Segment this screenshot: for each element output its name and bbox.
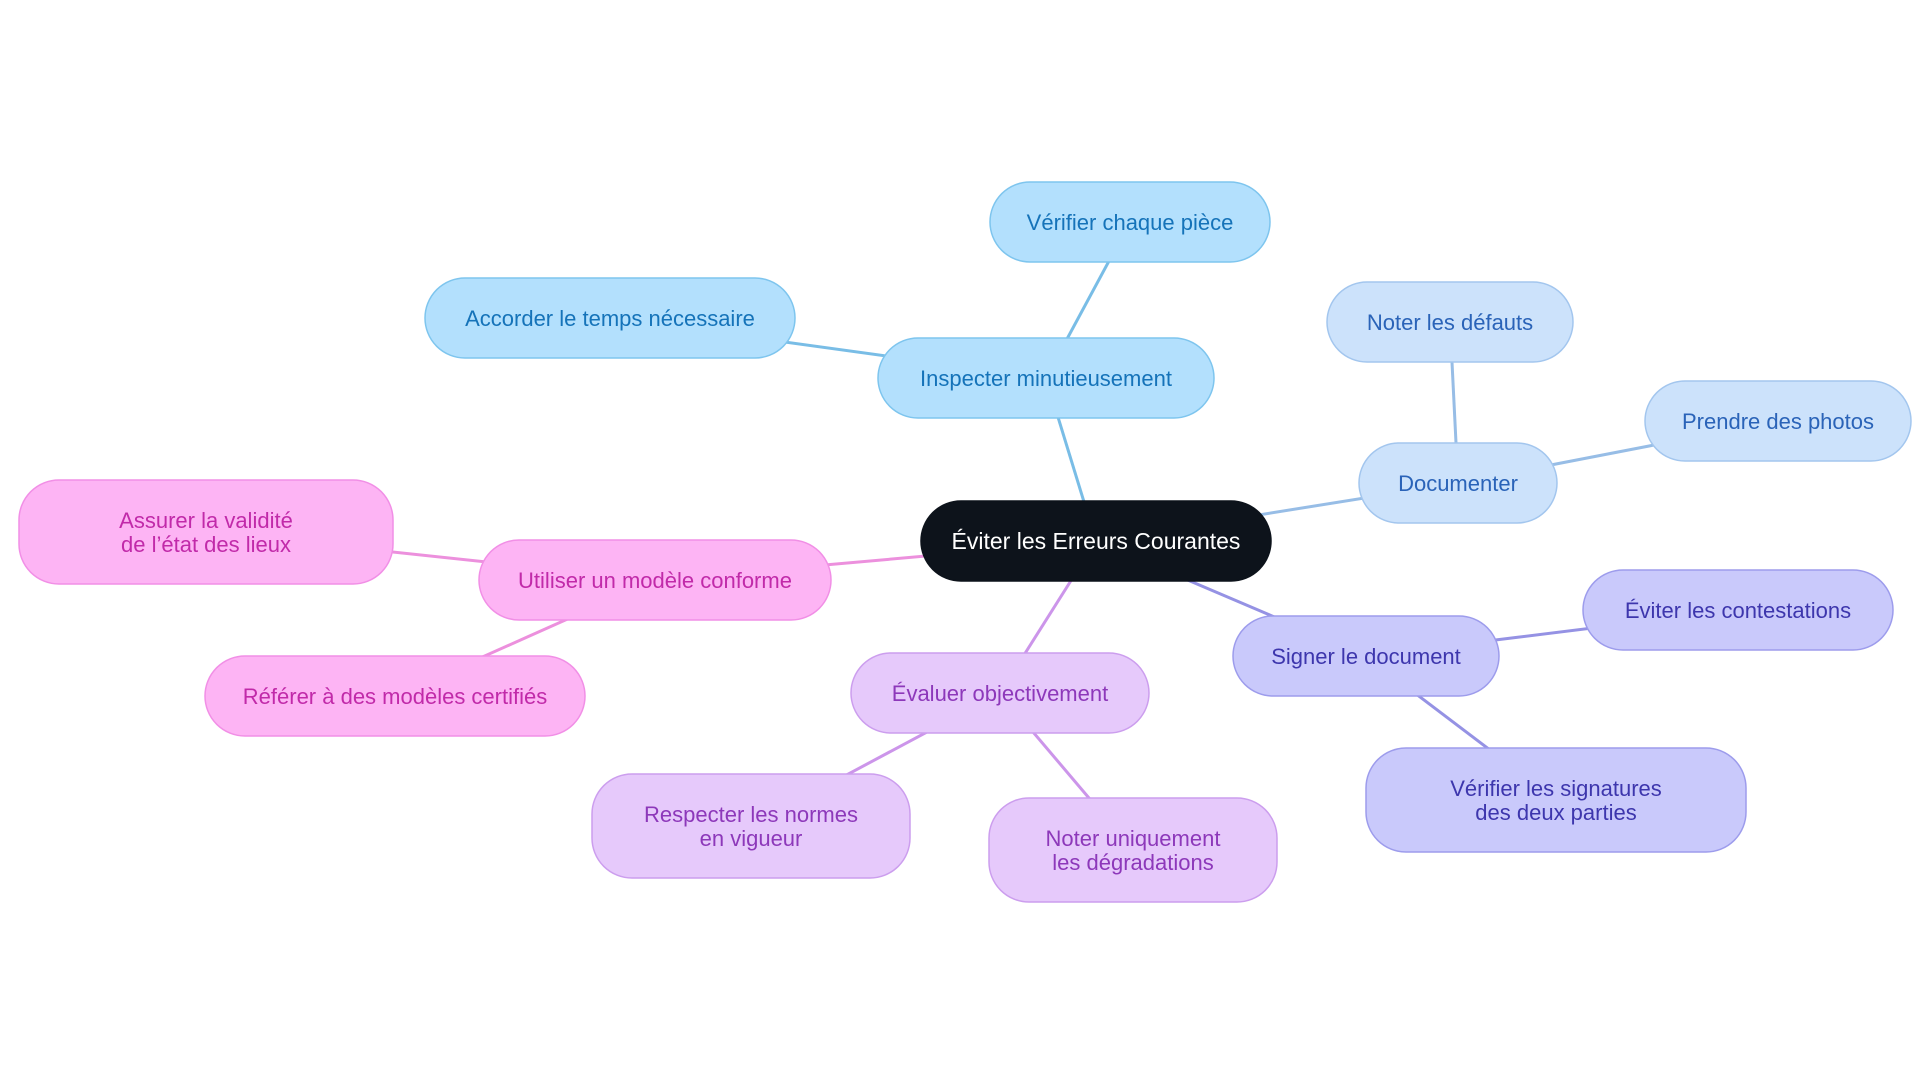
node-inspecter-label: Inspecter minutieusement bbox=[920, 366, 1172, 391]
node-root[interactable]: Éviter les Erreurs Courantes bbox=[920, 500, 1272, 582]
node-noter-defauts-box bbox=[1326, 281, 1574, 363]
node-utiliser-modele-label: Utiliser un modèle conforme bbox=[518, 568, 792, 593]
node-referer-modeles-label: Référer à des modèles certifiés bbox=[243, 684, 547, 709]
mindmap-nodes: Éviter les Erreurs Courantes Inspecter mi… bbox=[18, 181, 1912, 903]
node-evaluer-box bbox=[850, 652, 1150, 734]
node-root-label-line: Éviter les Erreurs Courantes bbox=[952, 528, 1241, 554]
node-documenter[interactable]: Documenter bbox=[1358, 442, 1558, 524]
node-noter-defauts[interactable]: Noter les défauts bbox=[1326, 281, 1574, 363]
node-eviter-contestations-box bbox=[1582, 569, 1894, 651]
node-accorder-temps-box bbox=[424, 277, 796, 359]
node-root-box bbox=[920, 500, 1272, 582]
node-respecter-normes-label-line: Respecter les normes bbox=[644, 802, 858, 827]
node-utiliser-modele-label-line: Utiliser un modèle conforme bbox=[518, 568, 792, 593]
node-root-label: Éviter les Erreurs Courantes bbox=[952, 528, 1241, 554]
node-utiliser-modele[interactable]: Utiliser un modèle conforme bbox=[478, 539, 832, 621]
node-verifier-piece-label: Vérifier chaque pièce bbox=[1027, 210, 1234, 235]
node-respecter-normes-box bbox=[591, 773, 911, 879]
node-accorder-temps-label: Accorder le temps nécessaire bbox=[465, 306, 755, 331]
node-respecter-normes-label-line: en vigueur bbox=[700, 826, 803, 851]
node-noter-defauts-label: Noter les défauts bbox=[1367, 310, 1533, 335]
node-eviter-contestations[interactable]: Éviter les contestations bbox=[1582, 569, 1894, 651]
node-prendre-photos-box bbox=[1644, 380, 1912, 462]
node-evaluer-label: Évaluer objectivement bbox=[892, 681, 1108, 706]
node-evaluer-label-line: Évaluer objectivement bbox=[892, 681, 1108, 706]
node-verifier-piece[interactable]: Vérifier chaque pièce bbox=[989, 181, 1271, 263]
node-inspecter-label-line: Inspecter minutieusement bbox=[920, 366, 1172, 391]
node-documenter-box bbox=[1358, 442, 1558, 524]
node-noter-degradations-label-line: Noter uniquement bbox=[1046, 826, 1221, 851]
node-utiliser-modele-box bbox=[478, 539, 832, 621]
node-accorder-temps-label-line: Accorder le temps nécessaire bbox=[465, 306, 755, 331]
node-inspecter-box bbox=[877, 337, 1215, 419]
node-noter-degradations-box bbox=[988, 797, 1278, 903]
node-verifier-signatures-label-line: des deux parties bbox=[1475, 800, 1636, 825]
node-signer-box bbox=[1232, 615, 1500, 697]
node-signer-label-line: Signer le document bbox=[1271, 644, 1461, 669]
node-assurer-validite-label-line: de l’état des lieux bbox=[121, 532, 291, 557]
node-assurer-validite-label-line: Assurer la validité bbox=[119, 508, 293, 533]
node-referer-modeles[interactable]: Référer à des modèles certifiés bbox=[204, 655, 586, 737]
node-noter-degradations-label-line: les dégradations bbox=[1052, 850, 1213, 875]
node-referer-modeles-box bbox=[204, 655, 586, 737]
node-evaluer[interactable]: Évaluer objectivement bbox=[850, 652, 1150, 734]
node-documenter-label-line: Documenter bbox=[1398, 471, 1518, 496]
node-verifier-piece-box bbox=[989, 181, 1271, 263]
node-signer-label: Signer le document bbox=[1271, 644, 1461, 669]
node-noter-defauts-label-line: Noter les défauts bbox=[1367, 310, 1533, 335]
node-prendre-photos-label-line: Prendre des photos bbox=[1682, 409, 1874, 434]
node-verifier-signatures-box bbox=[1365, 747, 1747, 853]
node-accorder-temps[interactable]: Accorder le temps nécessaire bbox=[424, 277, 796, 359]
node-eviter-contestations-label: Éviter les contestations bbox=[1625, 598, 1851, 623]
node-prendre-photos-label: Prendre des photos bbox=[1682, 409, 1874, 434]
node-inspecter[interactable]: Inspecter minutieusement bbox=[877, 337, 1215, 419]
node-verifier-piece-label-line: Vérifier chaque pièce bbox=[1027, 210, 1234, 235]
node-referer-modeles-label-line: Référer à des modèles certifiés bbox=[243, 684, 547, 709]
node-verifier-signatures-label-line: Vérifier les signatures bbox=[1450, 776, 1662, 801]
node-documenter-label: Documenter bbox=[1398, 471, 1518, 496]
node-assurer-validite-box bbox=[18, 479, 394, 585]
node-prendre-photos[interactable]: Prendre des photos bbox=[1644, 380, 1912, 462]
node-eviter-contestations-label-line: Éviter les contestations bbox=[1625, 598, 1851, 623]
node-signer[interactable]: Signer le document bbox=[1232, 615, 1500, 697]
